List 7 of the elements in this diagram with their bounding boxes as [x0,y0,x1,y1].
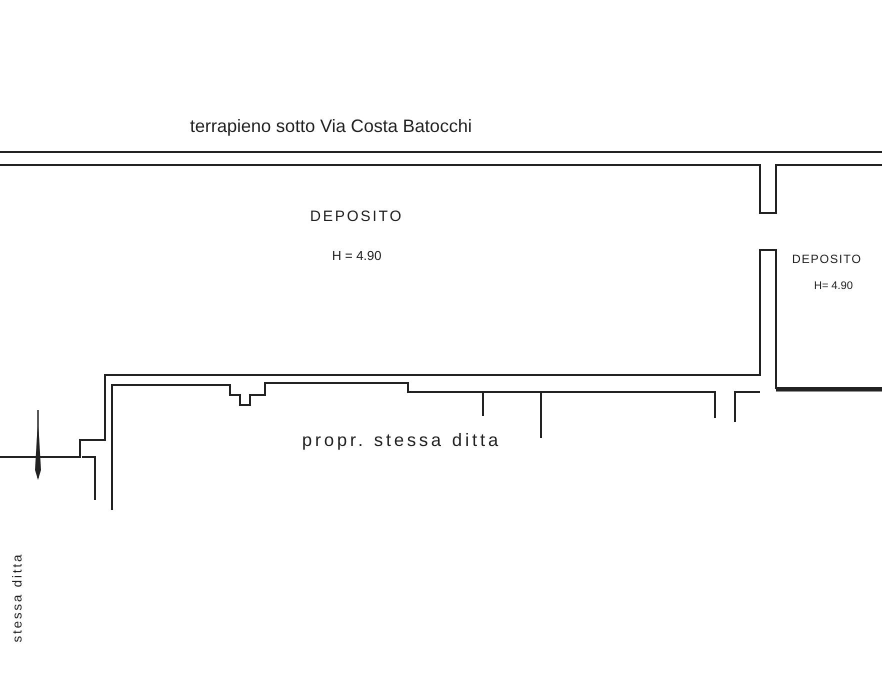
street-label: terrapieno sotto Via Costa Batocchi [190,116,472,137]
height-label: H = 4.90 [332,248,382,263]
room-label: DEPOSITO [792,252,862,266]
room-label: DEPOSITO [310,208,404,225]
height-label: H= 4.90 [814,280,853,292]
property-label: stessa ditta [9,552,24,642]
property-label: propr. stessa ditta [302,430,502,451]
